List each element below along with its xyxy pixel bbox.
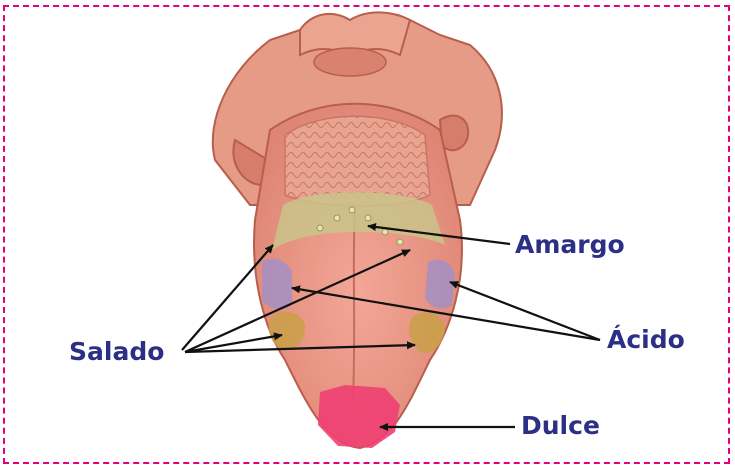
label-acido: Ácido xyxy=(607,327,685,352)
arrow-acido-2 xyxy=(450,282,600,340)
sour-zone-left xyxy=(262,258,292,309)
sweet-zone xyxy=(318,385,400,448)
label-salado: Salado xyxy=(69,339,164,364)
sour-zone-right xyxy=(425,260,455,309)
label-dulce: Dulce xyxy=(521,413,600,438)
label-amargo: Amargo xyxy=(515,232,625,257)
